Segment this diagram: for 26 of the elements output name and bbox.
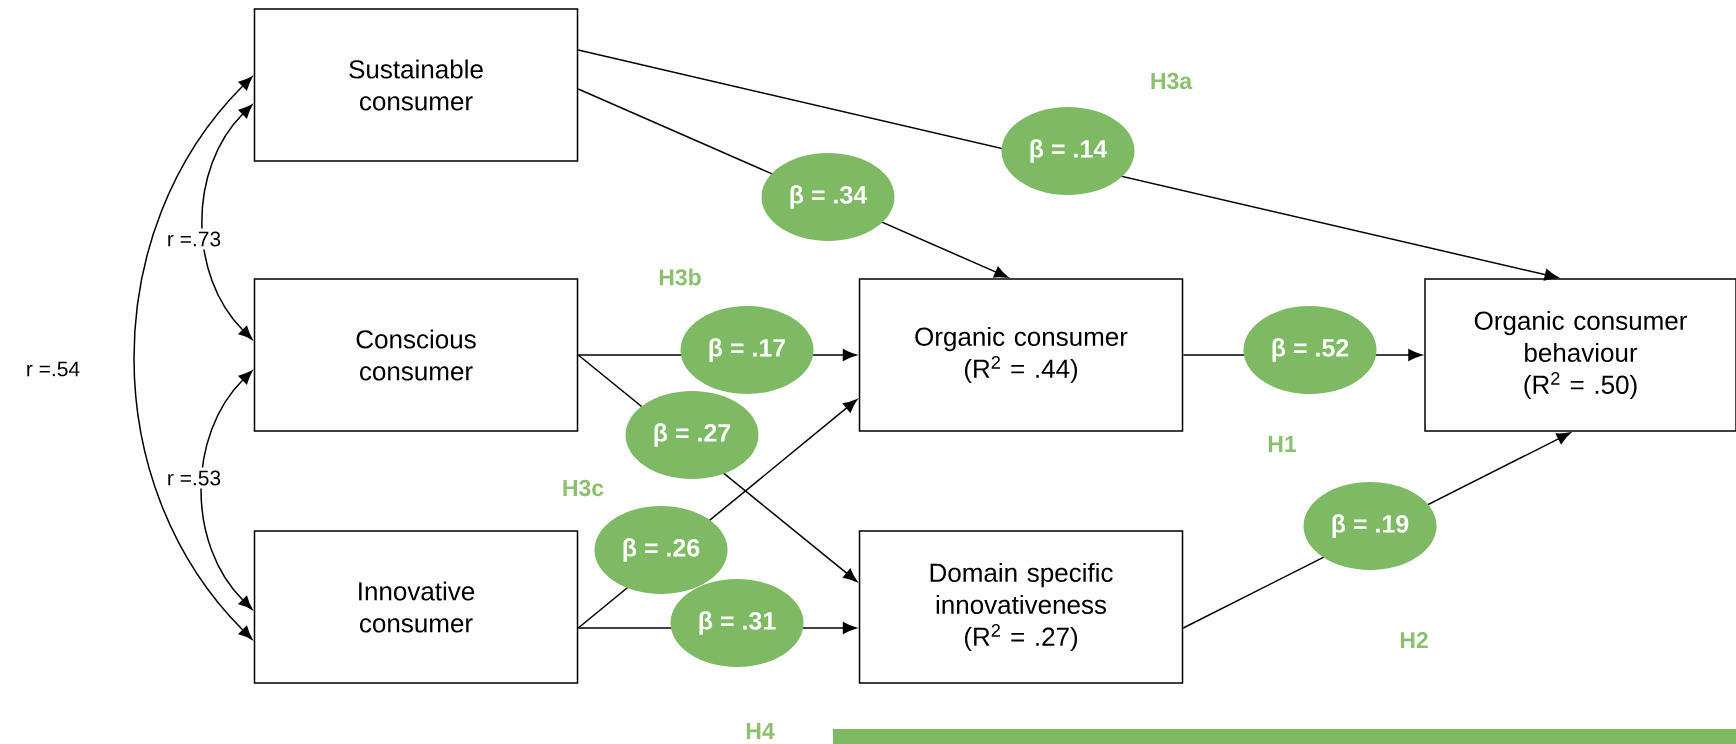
edge-label: β = .52 bbox=[1243, 306, 1377, 394]
edge-label: r =.54 bbox=[22, 358, 84, 380]
edge-label: β = .19 bbox=[1303, 482, 1437, 570]
process-box: Domain specific innovativeness (R$^{2}$ = .27) bbox=[858, 530, 1184, 684]
arrow bbox=[200, 370, 253, 610]
edge-label: β = .27 bbox=[625, 391, 759, 479]
process-box: Sustainable consumer bbox=[253, 8, 579, 162]
hypothesis-label: H3c bbox=[563, 479, 604, 497]
edge-label: β = .26 bbox=[594, 506, 728, 594]
edge-label: β = .31 bbox=[670, 579, 804, 667]
hypothesis-label: H1 bbox=[1268, 436, 1297, 452]
hypothesis-label: H3b bbox=[659, 268, 701, 286]
edge-label: β = .17 bbox=[680, 306, 814, 394]
process-box: Organic consumer behaviour (R$^{2}$ = .50) bbox=[1424, 278, 1736, 432]
arrow bbox=[133, 76, 253, 640]
process-box: Conscious consumer bbox=[253, 278, 579, 432]
edge-label: r =.53 bbox=[163, 467, 225, 489]
process-box: Organic consumer (R$^{2}$ = .44) bbox=[858, 278, 1184, 432]
hypothesis-label: H4 bbox=[746, 723, 775, 739]
edge-label: β = .34 bbox=[761, 153, 895, 241]
hypothesis-label: H2 bbox=[1400, 632, 1428, 649]
edge-label: β = .14 bbox=[1001, 107, 1135, 195]
edge-label: r =.73 bbox=[163, 228, 225, 250]
arrow bbox=[201, 104, 253, 340]
hypothesis-label: H3a bbox=[1151, 72, 1193, 90]
process-box: Innovative consumer bbox=[253, 530, 579, 684]
